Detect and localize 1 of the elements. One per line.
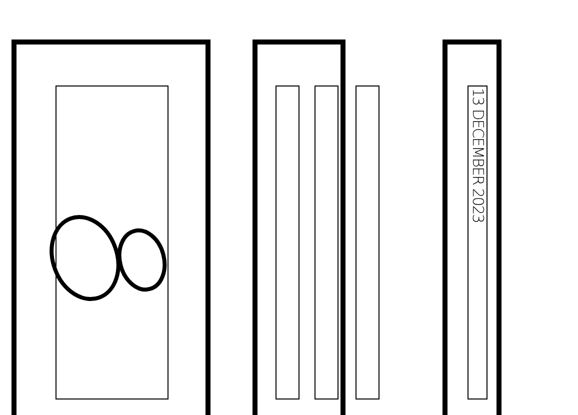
date-text: 13 DECEMBER 2023 [468,88,487,224]
